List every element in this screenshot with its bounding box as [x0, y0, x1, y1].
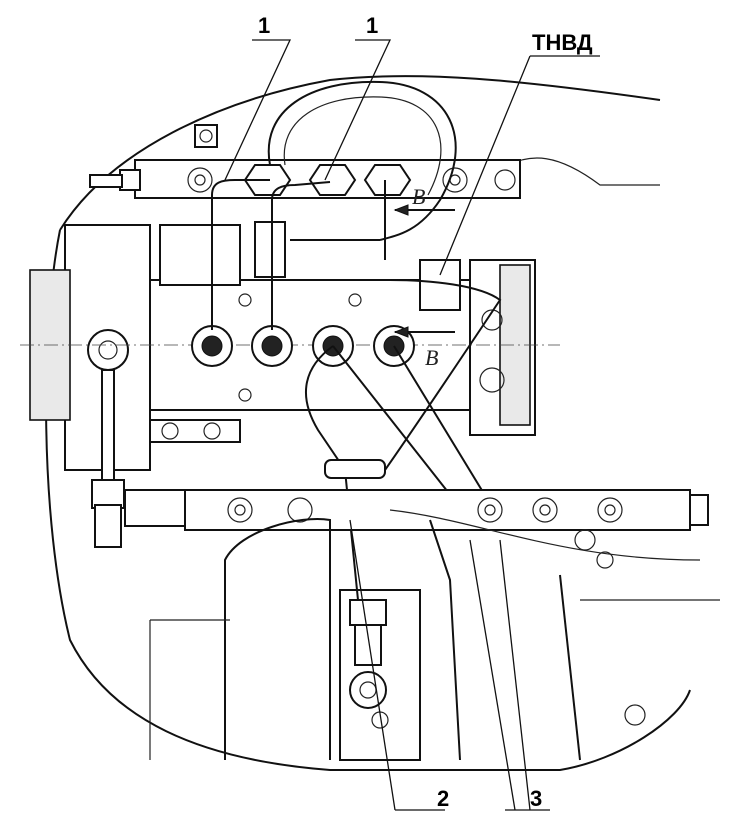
leader-2 — [349, 519, 445, 811]
pipe-1-left — [211, 179, 270, 330]
fuel-pump-body — [20, 221, 560, 443]
label-pump: ТНВД — [532, 30, 593, 55]
pipe-1-right — [271, 181, 331, 330]
pipe-3c — [384, 279, 502, 471]
label-view-b-mid: B — [425, 345, 439, 370]
leader-3 — [469, 539, 550, 811]
upper-fuel-rail — [89, 124, 521, 199]
pipe-clamp — [324, 459, 386, 479]
leader-1-right — [324, 39, 392, 181]
label-pipe-1-right: 1 — [366, 13, 379, 38]
engine-outline-top — [59, 75, 661, 231]
return-loop-pipe — [267, 80, 457, 241]
leader-1-left — [224, 39, 292, 181]
label-pipe-3: 3 — [530, 786, 543, 811]
label-view-b-top: B — [412, 184, 426, 209]
engine-outline-right — [499, 157, 660, 186]
leader-tnvd — [439, 55, 600, 276]
pipe-2 — [305, 345, 363, 661]
label-pipe-2: 2 — [437, 786, 450, 811]
label-pipe-1-left: 1 — [258, 13, 271, 38]
injector-housing — [149, 509, 720, 761]
lower-fuel-rail — [124, 489, 709, 531]
